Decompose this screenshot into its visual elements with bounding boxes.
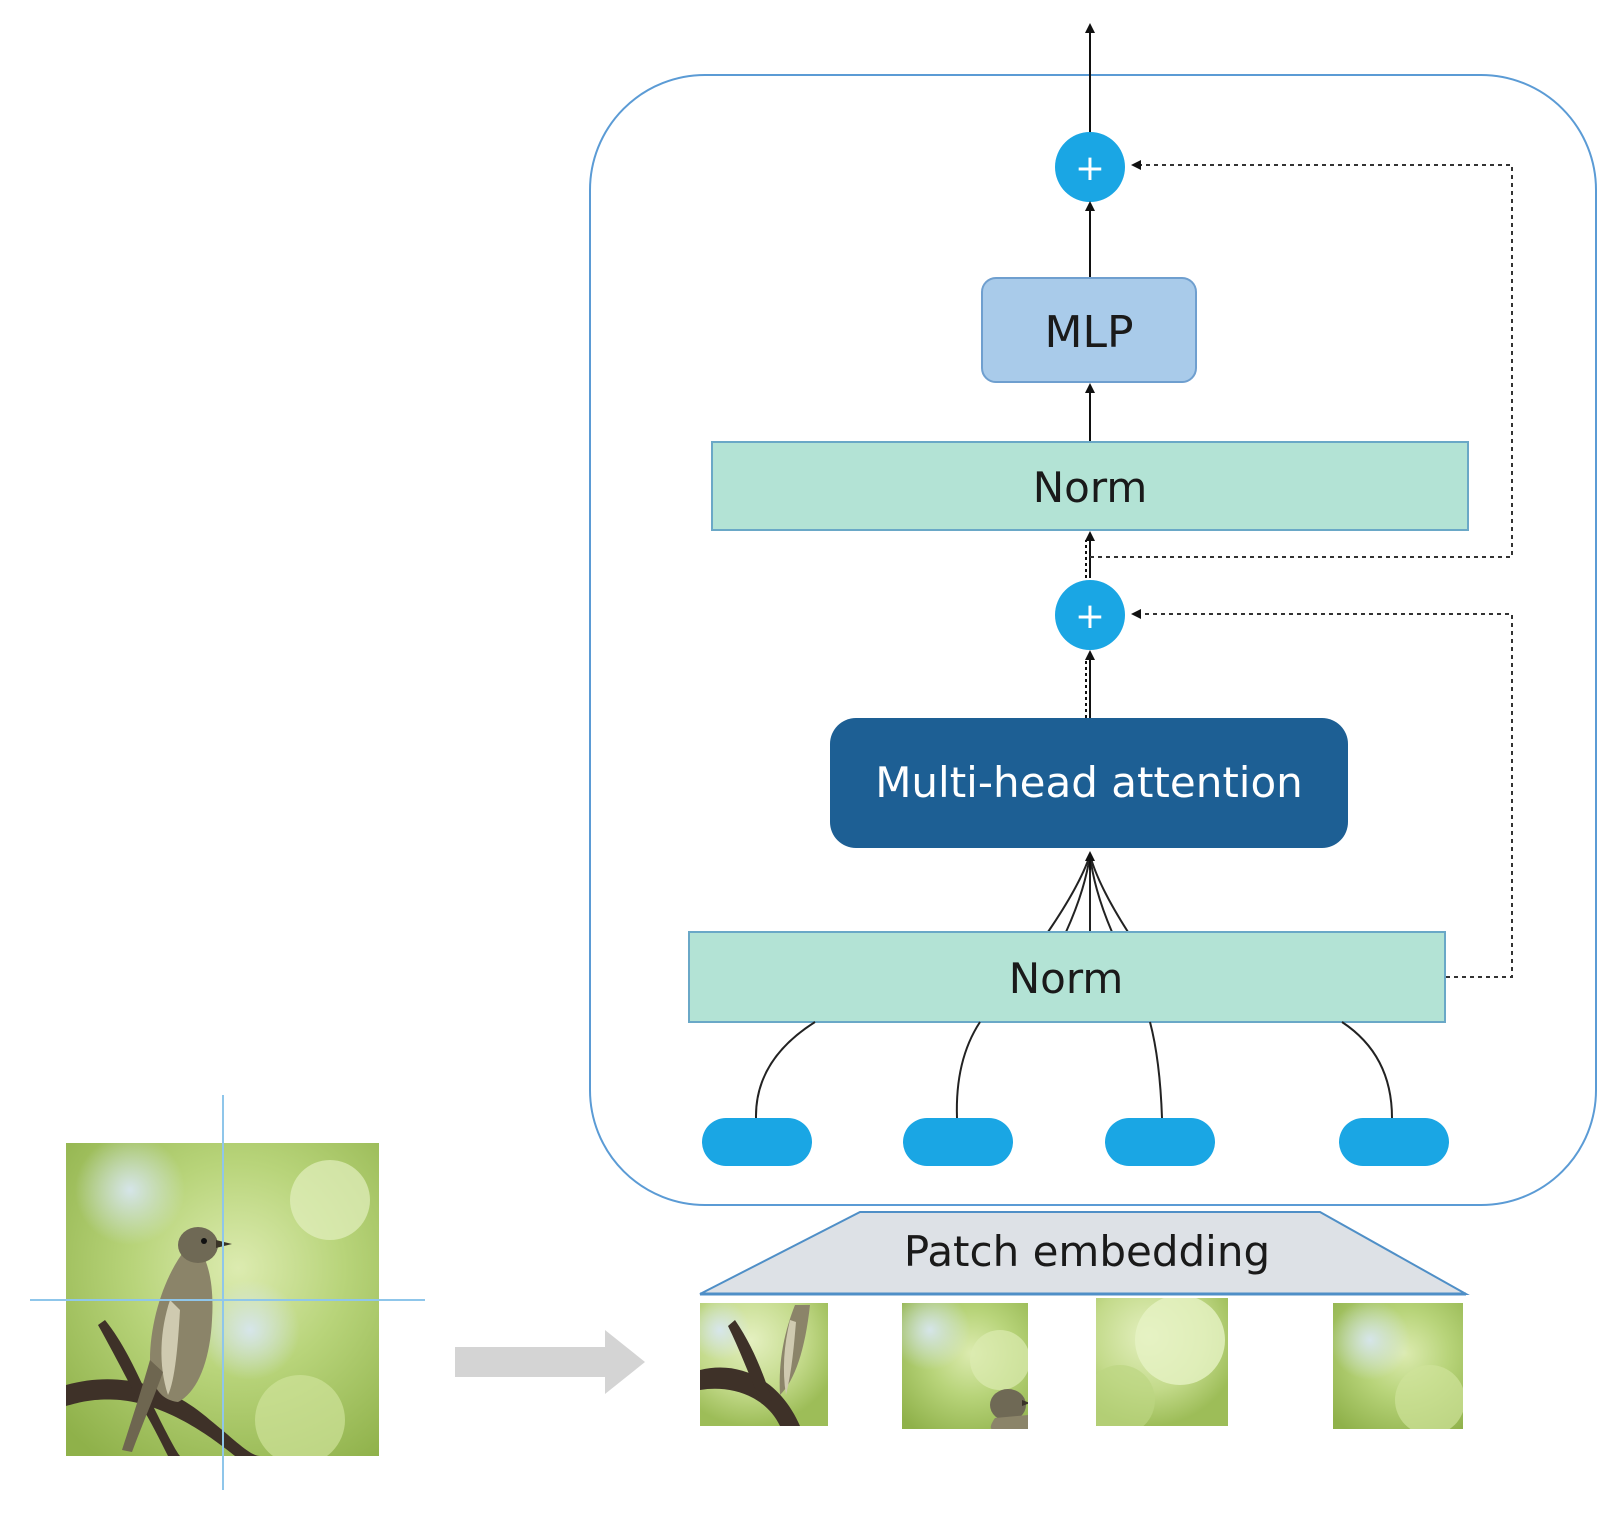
token-connectors [754, 1021, 1393, 1119]
input-image [30, 1095, 425, 1490]
norm-top-label: Norm [1033, 463, 1148, 512]
token-4 [1339, 1118, 1449, 1166]
mlp-label: MLP [1044, 307, 1133, 358]
patch-1 [700, 1303, 828, 1426]
norm-bottom-block: Norm [688, 931, 1446, 1023]
token-3 [1105, 1118, 1215, 1166]
token-2 [903, 1118, 1013, 1166]
encoder-frame [589, 74, 1597, 1206]
token-1 [702, 1118, 812, 1166]
add-bottom-node: + [1055, 580, 1125, 650]
norm-bottom-label: Norm [1009, 954, 1124, 1003]
attention-fan-in [1047, 851, 1129, 933]
patch-3 [1096, 1298, 1228, 1426]
attention-label: Multi-head attention [875, 758, 1303, 807]
patch-2 [902, 1303, 1028, 1429]
mlp-block: MLP [981, 277, 1197, 383]
split-arrow [455, 1330, 645, 1394]
add-top-label: + [1075, 148, 1105, 189]
residual-skip-bottom [1131, 609, 1513, 978]
patch-embedding-label: Patch embedding [904, 1227, 1270, 1276]
norm-top-block: Norm [711, 441, 1469, 531]
patch-4 [1333, 1303, 1463, 1429]
attention-block: Multi-head attention [830, 718, 1348, 848]
add-top-node: + [1055, 132, 1125, 202]
token-row [702, 1118, 1449, 1166]
add-bottom-label: + [1075, 596, 1105, 637]
residual-skip-top [1090, 160, 1513, 558]
patch-embedding-block: Patch embedding [699, 1211, 1470, 1296]
